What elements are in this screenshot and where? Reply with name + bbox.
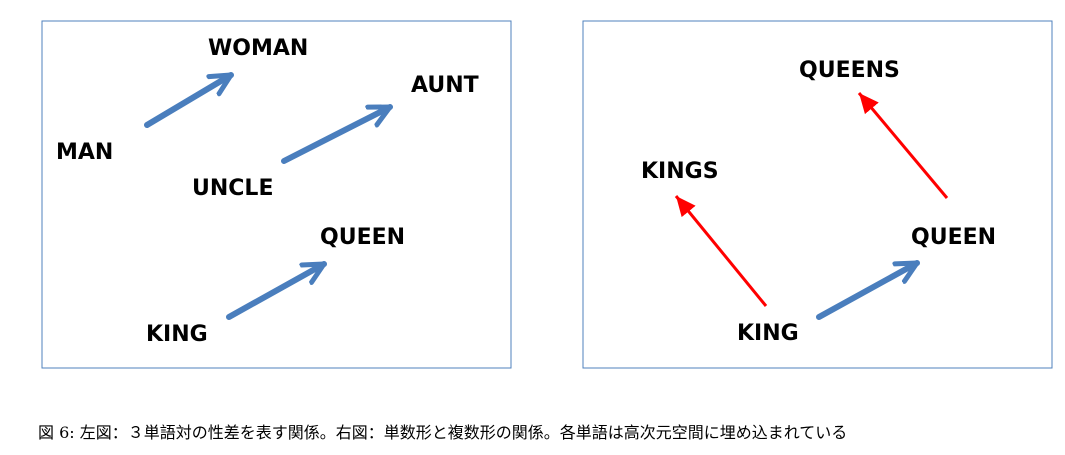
word-king-left: KING: [146, 322, 208, 347]
arrow-queen-to-queens: [857, 92, 949, 199]
arrow-king-to-queen-left: [226, 261, 327, 320]
right-panel: QUEENS KINGS QUEEN KING: [582, 20, 1053, 369]
arrow-king-to-queen-right: [816, 260, 920, 320]
figure-caption: 図 6: 左図：３単語対の性差を表す関係。右図：単数形と複数形の関係。各単語は高…: [38, 423, 848, 442]
left-panel: WOMAN AUNT MAN UNCLE QUEEN KING: [41, 20, 512, 369]
word-queen-left: QUEEN: [320, 225, 405, 250]
arrow-king-to-kings: [674, 195, 768, 307]
right-panel-frame: [582, 20, 1053, 369]
word-kings: KINGS: [641, 159, 719, 184]
word-queen-right: QUEEN: [911, 225, 996, 250]
word-queens: QUEENS: [799, 58, 900, 83]
word-uncle: UNCLE: [192, 176, 273, 201]
word-man: MAN: [56, 140, 113, 165]
word-aunt: AUNT: [411, 73, 479, 98]
word-woman: WOMAN: [208, 36, 308, 61]
arrow-uncle-to-aunt: [281, 104, 393, 164]
word-king-right: KING: [737, 321, 799, 346]
left-panel-frame: [41, 20, 512, 369]
arrow-man-to-woman: [144, 72, 234, 128]
